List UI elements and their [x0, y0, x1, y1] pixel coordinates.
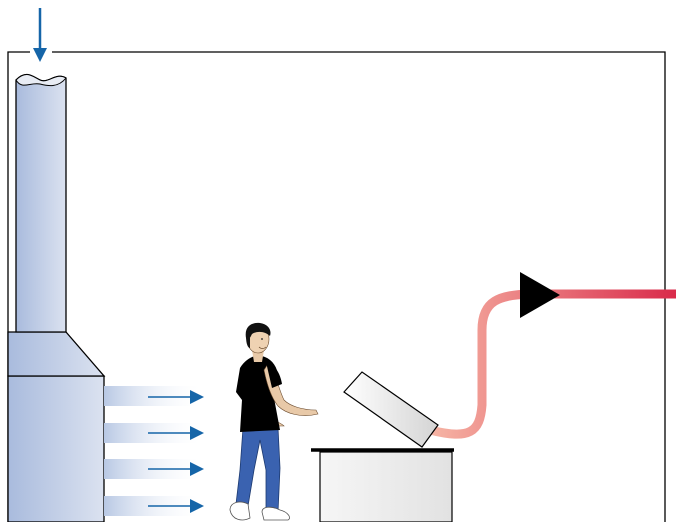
capture-hood: [343, 371, 439, 448]
person-icon: [229, 322, 319, 521]
arrow-right-icon: [148, 462, 204, 476]
work-tank: [311, 448, 454, 522]
supply-air-arrow-icon: [33, 8, 47, 62]
arrow-right-icon: [148, 499, 204, 513]
fan-triangle-icon: [520, 272, 560, 318]
arrow-right-icon: [148, 426, 204, 440]
supply-duct: [7, 73, 106, 522]
exhaust-hose: [425, 289, 676, 439]
arrow-right-icon: [148, 390, 204, 404]
airflow-arrows: [104, 386, 204, 516]
